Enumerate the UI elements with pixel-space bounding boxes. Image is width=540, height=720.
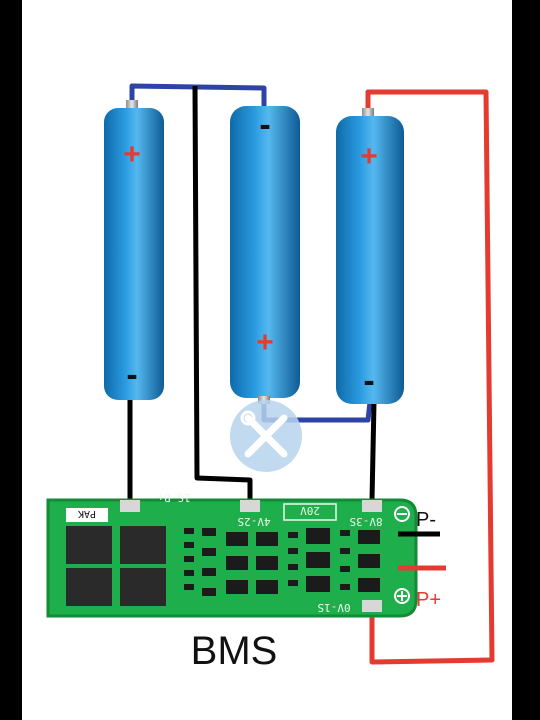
battery-3-bottom-sign: - <box>363 362 374 400</box>
mosfet-group <box>66 526 166 606</box>
battery-1-top-sign: + <box>123 138 141 171</box>
battery-2-top-sign: - <box>259 106 270 144</box>
chip-label-left: PAK <box>78 508 96 519</box>
pad-b-minus <box>120 500 140 512</box>
black-wire-right <box>369 401 377 501</box>
pad-4v <box>240 500 260 512</box>
diagram-canvas: + - - + + - 1S-B+ 4V-2S 8V-3S 0V-1S <box>22 0 512 720</box>
pad-label-1s: 1S-B+ <box>157 491 190 504</box>
pad-label-0v: 0V-1S <box>317 601 350 614</box>
battery-cell-3: + - <box>336 108 404 404</box>
bms-wiring-diagram: + - - + + - 1S-B+ 4V-2S 8V-3S 0V-1S <box>46 83 495 673</box>
pad-label-3s: 8V-3S <box>349 515 382 528</box>
battery-2-bottom-sign: + <box>256 326 274 359</box>
terminal-plus-icon <box>394 588 410 604</box>
battery-1-bottom-sign: - <box>126 356 137 394</box>
pad-p-plus <box>362 600 382 612</box>
chip-label-right: 20V <box>300 504 320 517</box>
pad-label-2s: 4V-2S <box>237 515 270 528</box>
bms-board: 1S-B+ 4V-2S 8V-3S 0V-1S PAK 20V <box>46 491 418 618</box>
black-wire-midpoint <box>192 85 253 500</box>
pad-8v <box>362 500 382 512</box>
smd-components <box>184 528 380 596</box>
terminal-minus-icon <box>394 506 410 522</box>
diagram-title: BMS <box>191 629 278 673</box>
blue-wire-top <box>129 83 267 106</box>
p-minus-label: P- <box>416 509 436 531</box>
battery-cell-1: + - <box>104 100 164 400</box>
tools-icon <box>230 400 302 472</box>
red-wire <box>365 89 495 665</box>
battery-3-top-sign: + <box>360 140 378 173</box>
battery-cell-2: - + <box>230 106 300 404</box>
p-plus-label: P+ <box>416 589 441 611</box>
